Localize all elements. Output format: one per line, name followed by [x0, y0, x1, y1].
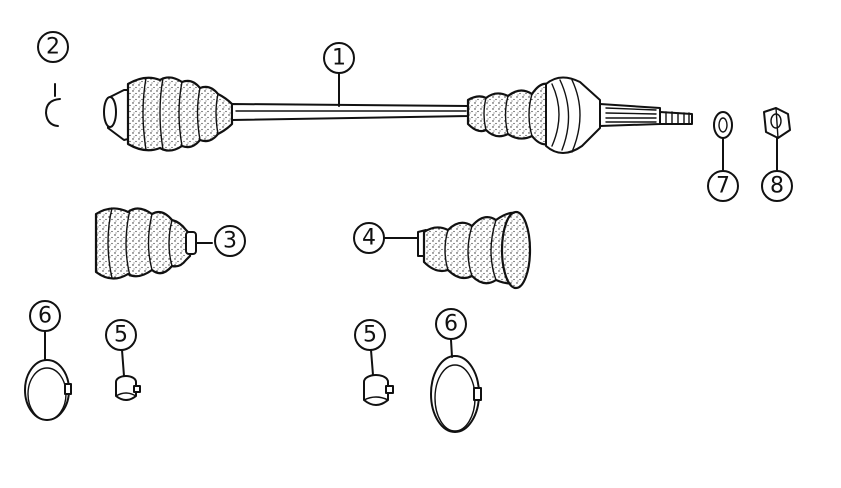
callout-7: 7 — [707, 170, 739, 202]
callout-2: 2 — [37, 31, 69, 63]
callout-8-label: 8 — [770, 174, 784, 199]
drive-shaft-assembly — [103, 76, 693, 154]
callout-6-right-label: 6 — [444, 312, 458, 337]
callout-6-left-label: 6 — [38, 304, 52, 329]
callout-5-right-label: 5 — [363, 323, 377, 348]
large-clamp-right — [430, 339, 482, 433]
callout-8: 8 — [761, 170, 793, 202]
callout-7-label: 7 — [716, 174, 730, 199]
mounted-inner-boot — [126, 76, 234, 152]
hex-nut — [763, 107, 791, 171]
small-clamp-right — [363, 349, 394, 406]
callout-6-left: 6 — [29, 300, 61, 332]
callout-4: 4 — [353, 222, 385, 254]
outer-boot — [383, 210, 532, 290]
callout-5-left-label: 5 — [114, 323, 128, 348]
callout-5-left: 5 — [105, 319, 137, 351]
callout-4-label: 4 — [362, 226, 376, 251]
mounted-outer-boot — [466, 82, 550, 146]
callout-1-label: 1 — [332, 46, 346, 71]
inner-boot — [94, 207, 213, 280]
callout-2-label: 2 — [46, 35, 60, 60]
callout-5-right: 5 — [354, 319, 386, 351]
circlip — [45, 83, 61, 127]
callout-3-label: 3 — [223, 229, 237, 254]
small-clamp-left — [115, 349, 141, 401]
callout-3: 3 — [214, 225, 246, 257]
callout-6-right: 6 — [435, 308, 467, 340]
washer — [713, 111, 733, 171]
large-clamp-left — [24, 331, 72, 421]
callout-1: 1 — [323, 42, 355, 74]
